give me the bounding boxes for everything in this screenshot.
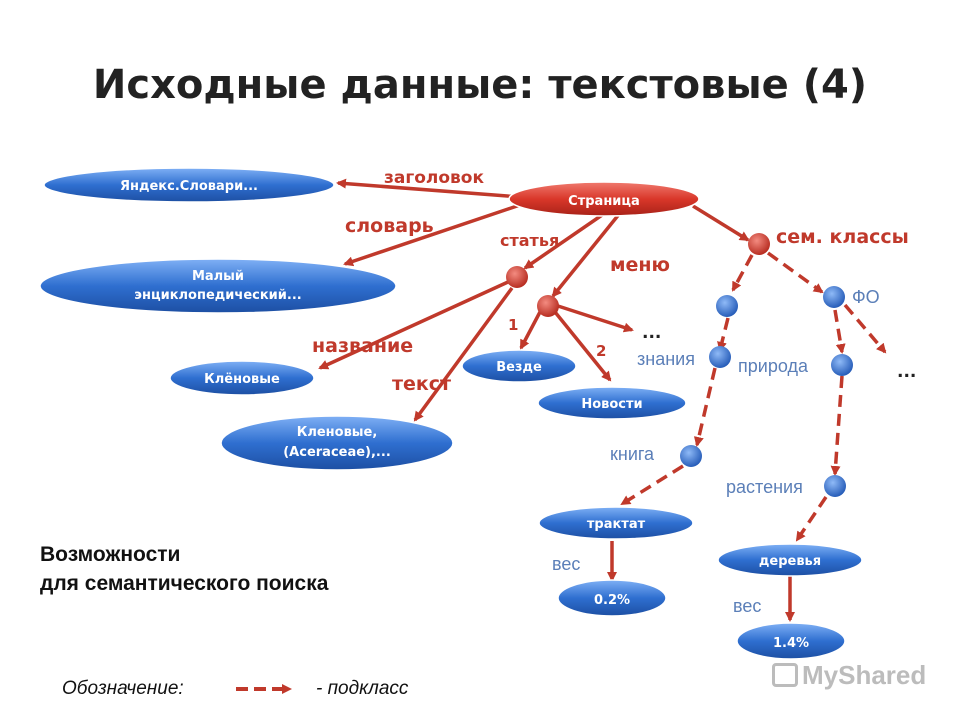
edge-sem-to-fo	[766, 251, 824, 294]
node-maples-full: Кленовые, (Aceraceae),...	[220, 415, 454, 471]
page-title: Исходные данные: текстовые (4)	[92, 62, 868, 108]
caption: Возможности для семантического поиска	[40, 540, 328, 598]
edge-book-to-treatise	[620, 464, 684, 506]
label-header: заголовок	[384, 168, 484, 188]
junction-sem-1	[716, 295, 738, 317]
label-book: книга	[610, 444, 655, 464]
edge-knowledge-to-book	[693, 367, 717, 447]
label-fo-ellipsis: ...	[897, 362, 916, 382]
watermark-text: MyShared	[802, 660, 927, 690]
node-maples-full-line2: (Aceraceae),...	[283, 445, 391, 460]
label-name: название	[312, 335, 413, 357]
junction-knowledge	[709, 346, 731, 368]
watermark-logo: MyShared	[772, 660, 926, 691]
edge-nature-to-plants	[830, 375, 844, 476]
label-menu: меню	[610, 254, 670, 276]
legend-label: Обозначение:	[62, 678, 184, 699]
label-text: текст	[392, 373, 451, 395]
junction-article	[506, 266, 528, 288]
junction-nature	[831, 354, 853, 376]
junction-plants	[824, 475, 846, 497]
node-maples: Клёновые	[169, 360, 315, 396]
junction-sem-classes	[748, 233, 770, 255]
solid-edges	[318, 178, 795, 622]
edge-fo-more	[843, 303, 887, 354]
node-page-label: Страница	[568, 194, 640, 209]
node-news-label: Новости	[581, 397, 642, 412]
label-sem-classes: сем. классы	[776, 226, 909, 248]
node-value-2-label: 1.4%	[773, 636, 809, 651]
junction-book	[680, 445, 702, 467]
caption-line-2: для семантического поиска	[40, 572, 329, 595]
node-treatise-label: трактат	[587, 517, 646, 532]
node-trees-label: деревья	[759, 554, 821, 569]
junction-nodes	[506, 233, 853, 497]
edge-name	[318, 280, 509, 370]
edge-menu-more	[557, 304, 634, 333]
label-menu-ellipsis: ...	[642, 323, 661, 343]
edge-fo-to-nature	[833, 309, 846, 354]
edge-knowledge-sub	[717, 317, 730, 352]
node-everywhere: Везде	[461, 349, 577, 383]
label-weight-1: вес	[552, 554, 580, 574]
label-two: 2	[596, 342, 606, 360]
label-plants: растения	[726, 477, 803, 497]
node-maples-full-line1: Кленовые,	[297, 425, 378, 440]
edge-article	[523, 211, 606, 270]
label-nature: природа	[738, 356, 809, 376]
label-knowledge: знания	[637, 349, 695, 369]
junction-menu	[537, 295, 559, 317]
edge-text	[413, 286, 514, 422]
label-article: статья	[500, 231, 559, 250]
edge-plants-to-trees	[795, 496, 828, 542]
legend-meaning: - подкласс	[316, 678, 409, 699]
monitor-icon	[772, 663, 798, 687]
edge-sem-classes	[692, 204, 750, 242]
node-trees: деревья	[717, 543, 863, 577]
edge-header	[336, 178, 521, 199]
node-yandex: Яндекс.Словари...	[43, 167, 335, 203]
node-small-enc-line1: Малый	[192, 269, 244, 284]
edge-menu	[551, 211, 622, 298]
edge-sem-to-knowledge	[731, 254, 754, 292]
node-small-enc-line2: энциклопедический...	[134, 288, 301, 303]
node-treatise: трактат	[538, 506, 694, 540]
node-value-1-label: 0.2%	[594, 593, 630, 608]
node-value-1: 0.2%	[557, 579, 667, 617]
caption-line-1: Возможности	[40, 543, 181, 566]
label-dictionary: словарь	[345, 215, 434, 237]
label-fo: ФО	[852, 287, 880, 307]
node-everywhere-label: Везде	[496, 360, 542, 375]
label-weight-2: вес	[733, 596, 761, 616]
dashed-edges	[620, 251, 887, 542]
edge-one	[519, 311, 542, 350]
junction-fo	[823, 286, 845, 308]
node-value-2: 1.4%	[736, 622, 846, 660]
edge-two	[553, 310, 612, 382]
label-one: 1	[508, 316, 518, 334]
node-yandex-label: Яндекс.Словари...	[120, 179, 258, 194]
node-page: Страница	[508, 181, 700, 217]
node-maples-label: Клёновые	[204, 372, 280, 387]
node-small-encyclopedia: Малый энциклопедический...	[39, 258, 397, 314]
edge-dictionary	[343, 203, 521, 267]
node-news: Новости	[537, 386, 687, 420]
